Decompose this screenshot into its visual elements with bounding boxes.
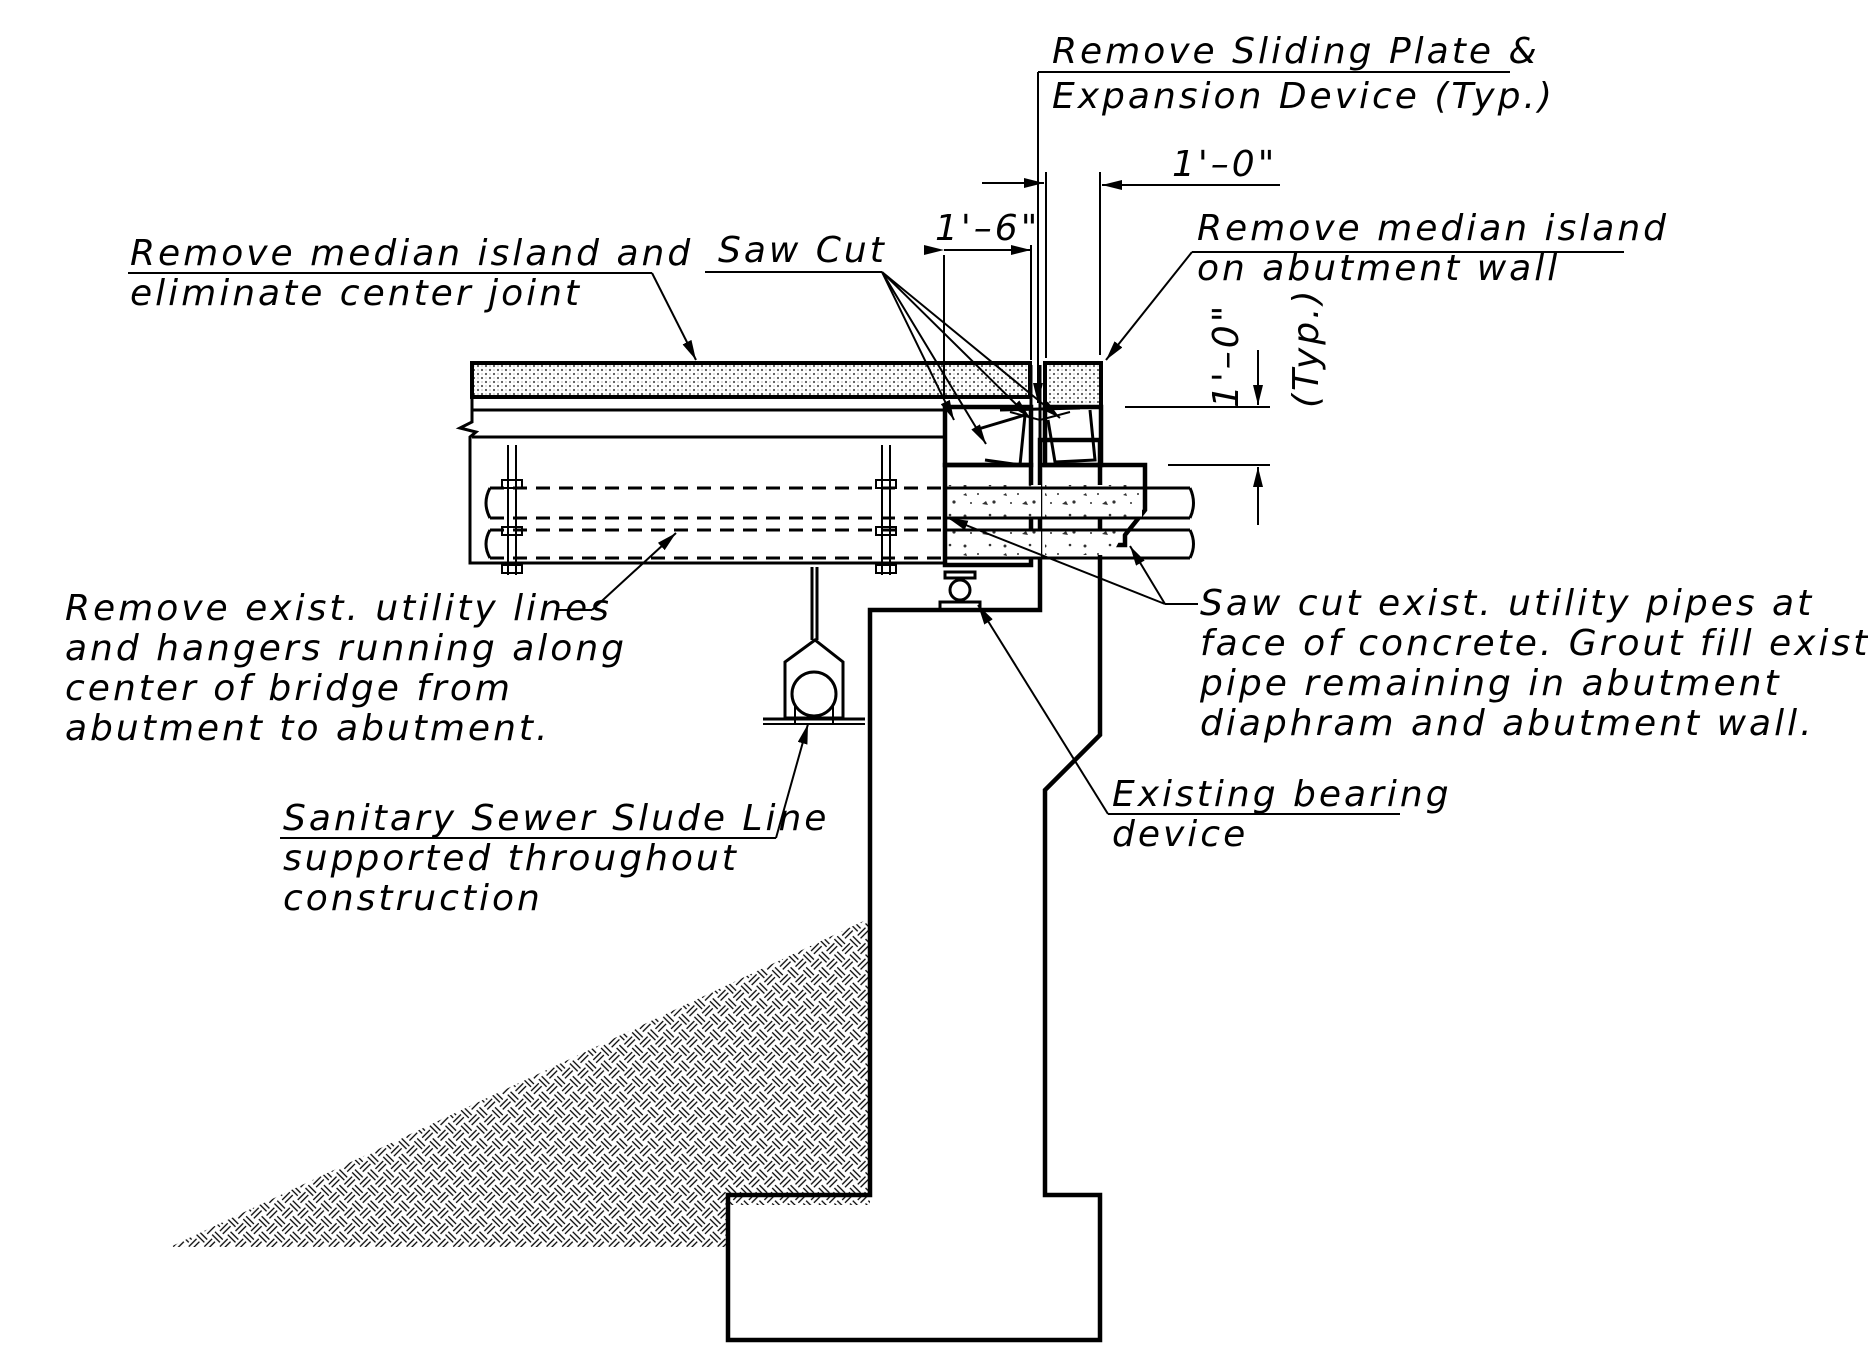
- sawcut-pipes-text-2: face of concrete. Grout fill exist.: [1200, 623, 1868, 664]
- bearing-text-1: Existing bearing: [1112, 774, 1452, 815]
- dim-1ft-vert-text: 1'–0": [1206, 303, 1247, 408]
- dimension-1ft-6in: 1'–6": [924, 208, 1040, 400]
- sewer-text-3: construction: [283, 878, 543, 919]
- saw-cut-text: Saw Cut: [718, 230, 887, 271]
- utility-text-3: center of bridge from: [65, 668, 513, 709]
- abutment-cap: [948, 462, 1148, 558]
- utility-text-4: abutment to abutment.: [65, 708, 550, 749]
- typ-text: (Typ.): [1286, 287, 1327, 408]
- deck-slab: [455, 361, 1032, 565]
- leader-sewer: Sanitary Sewer Slude Line supported thro…: [280, 723, 829, 919]
- median-center-text-1: Remove median island and: [130, 233, 693, 274]
- leader-sliding-plate: Remove Sliding Plate & Expansion Device …: [1033, 31, 1555, 403]
- dim-1ft-top-text: 1'–0": [1172, 144, 1277, 185]
- dimension-1ft-top: 1'–0": [982, 144, 1280, 358]
- utility-text-1: Remove exist. utility lines: [65, 588, 612, 629]
- utility-pipes: [484, 486, 1195, 560]
- leader-median-center: Remove median island and eliminate cente…: [128, 233, 697, 361]
- sewer-text-2: supported throughout: [283, 838, 739, 879]
- hangers: [501, 445, 897, 575]
- dimension-1ft-vertical: 1'–0" (Typ.): [1125, 287, 1327, 525]
- sliding-plate-text-1: Remove Sliding Plate &: [1052, 31, 1540, 72]
- sawcut-pipes-text-4: diaphram and abutment wall.: [1200, 703, 1815, 744]
- sawcut-pipes-text-1: Saw cut exist. utility pipes at: [1200, 583, 1814, 624]
- bearing-text-2: device: [1112, 814, 1248, 855]
- expansion-device: [974, 406, 1097, 467]
- sawcut-pipes-text-3: pipe remaining in abutment: [1199, 663, 1782, 704]
- leader-bearing: Existing bearing device: [977, 604, 1452, 855]
- bearing-device: [938, 570, 982, 612]
- leader-saw-cut: Saw Cut: [705, 230, 1061, 445]
- sliding-plate-text-2: Expansion Device (Typ.): [1052, 76, 1555, 117]
- median-abutment-text-2: on abutment wall: [1197, 248, 1560, 289]
- leader-saw-cut-pipes: Saw cut exist. utility pipes at face of …: [947, 517, 1868, 744]
- sanitary-sewer-line: [763, 567, 865, 725]
- dim-1ft6-text: 1'–6": [935, 208, 1040, 249]
- leader-utility-lines: Remove exist. utility lines and hangers …: [65, 532, 677, 749]
- median-abutment-text-1: Remove median island: [1197, 208, 1669, 249]
- sewer-text-1: Sanitary Sewer Slude Line: [283, 798, 829, 839]
- leader-median-abutment: Remove median island on abutment wall: [1105, 208, 1669, 361]
- earth-embankment: [170, 918, 870, 1247]
- median-center-text-2: eliminate center joint: [130, 273, 582, 314]
- utility-text-2: and hangers running along: [65, 628, 627, 669]
